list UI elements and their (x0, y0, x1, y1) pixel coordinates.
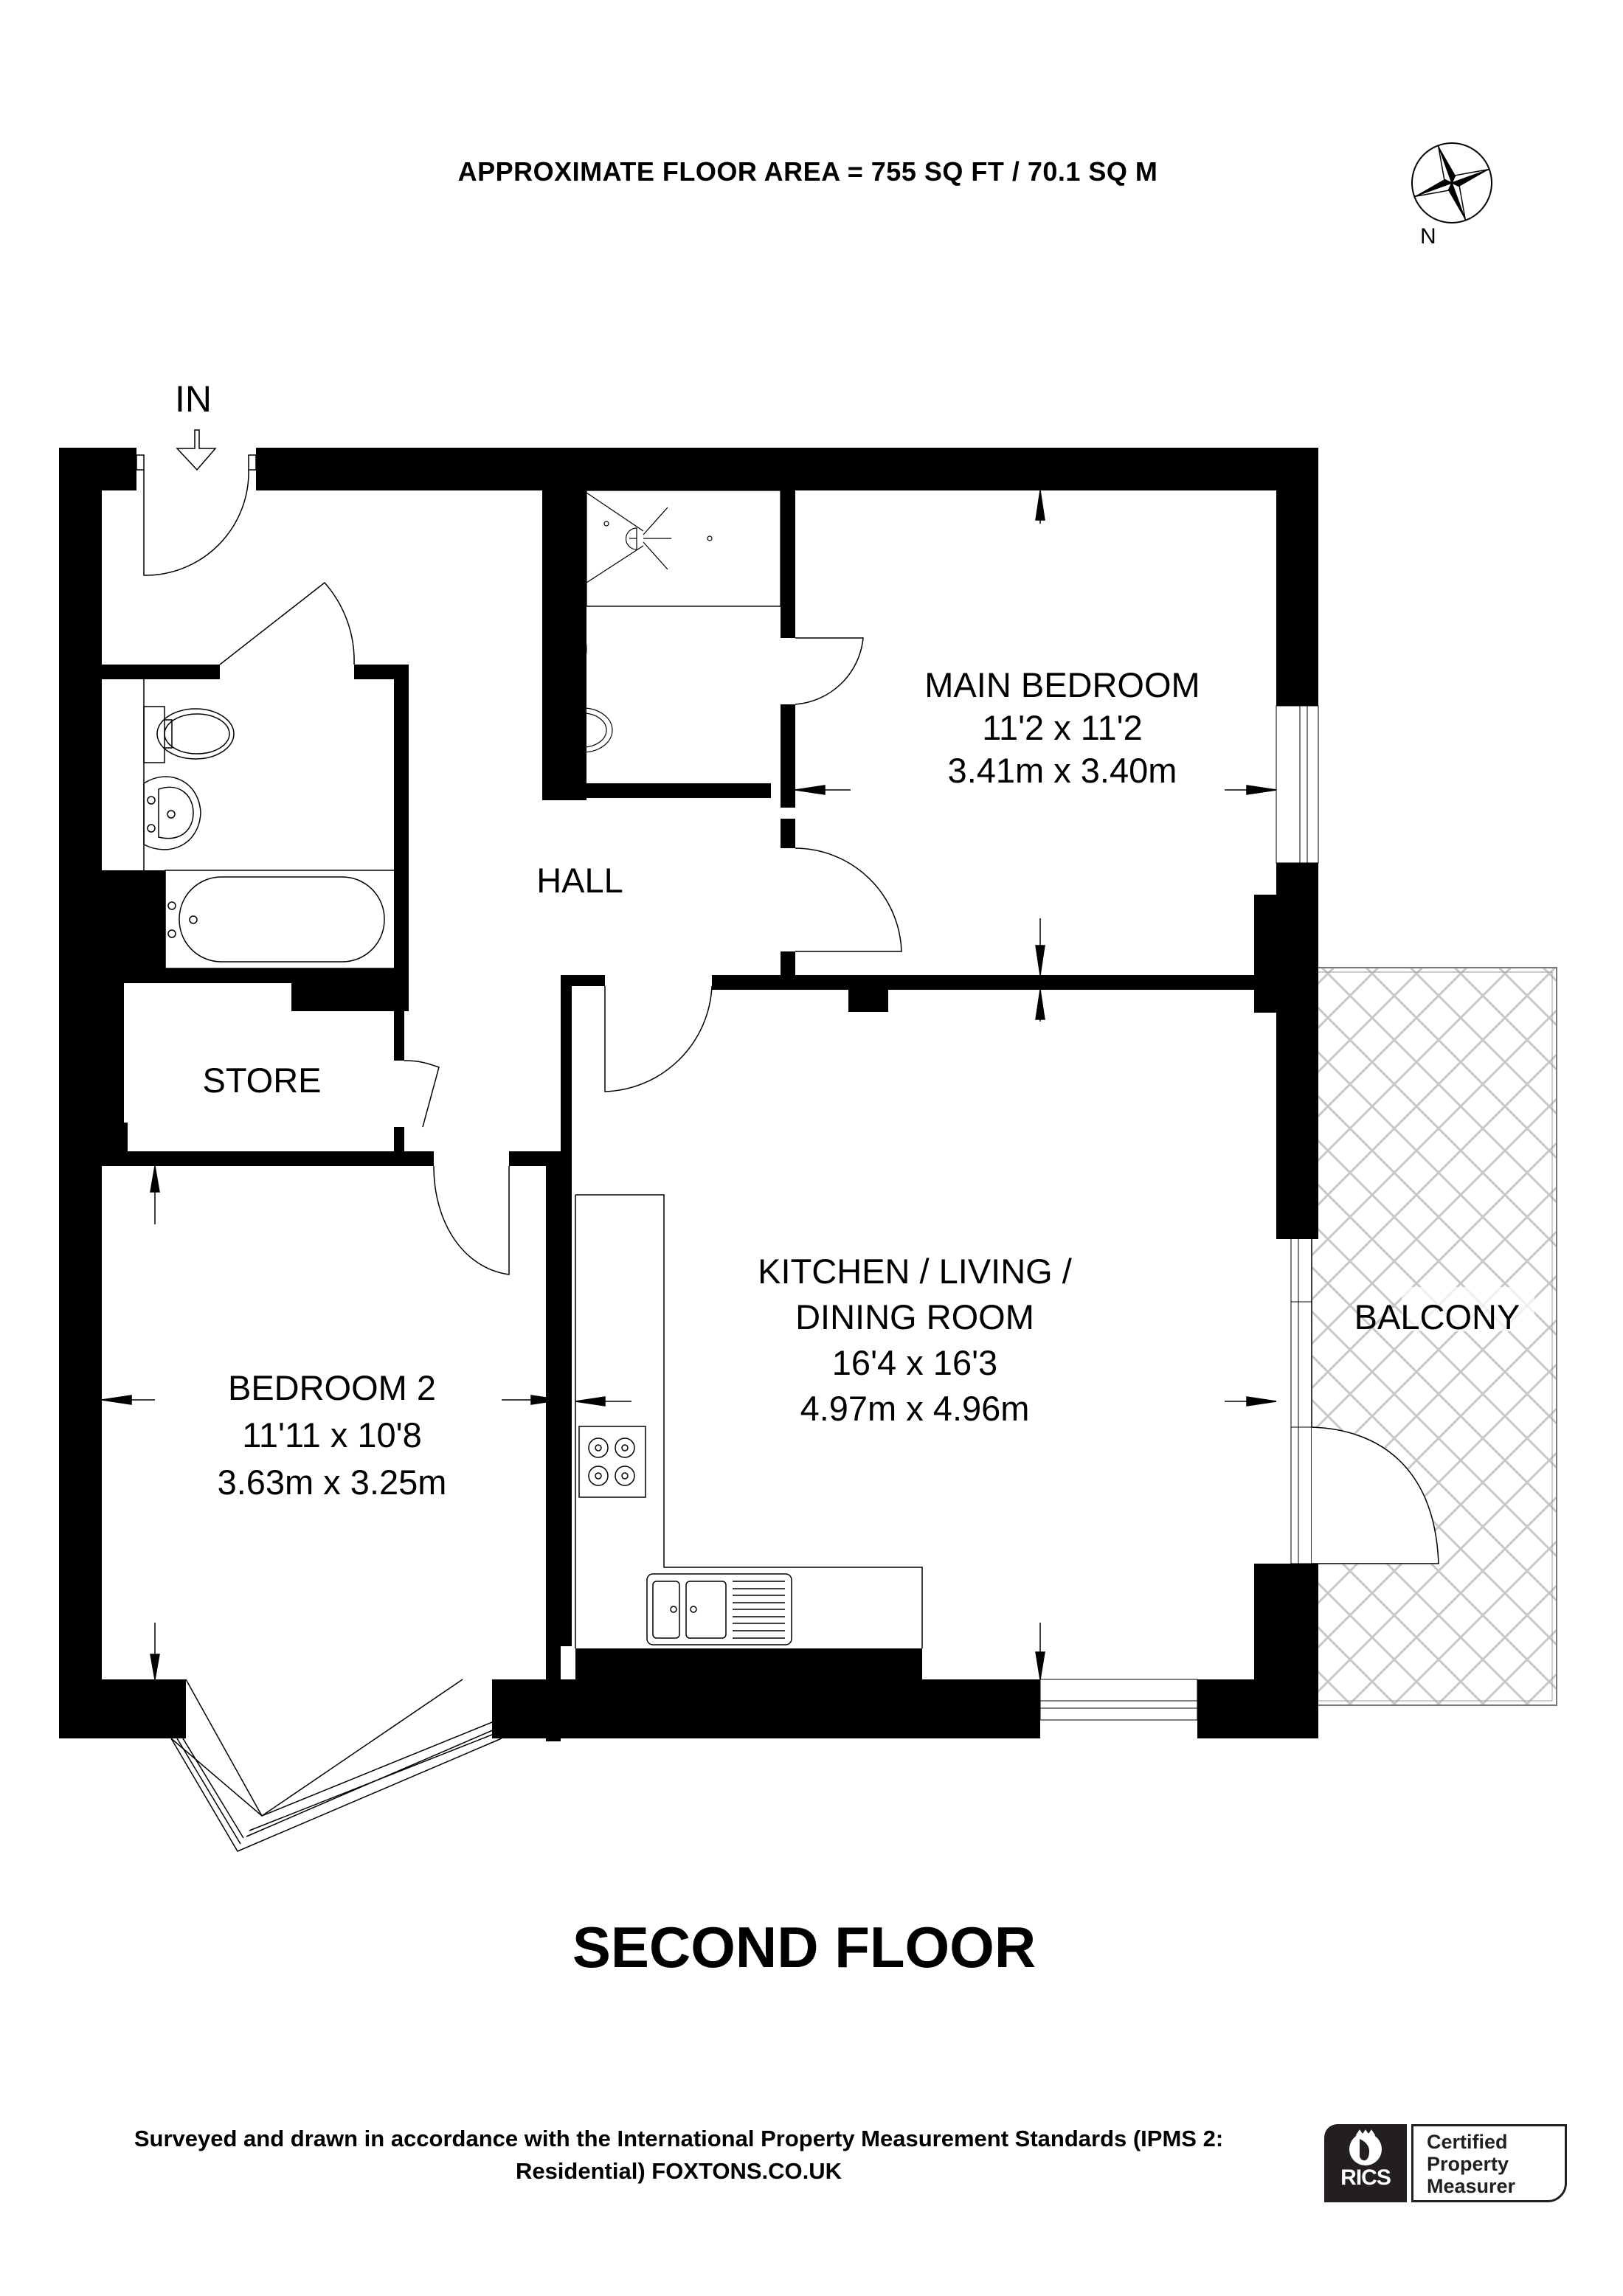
room-name: BALCONY (1354, 1297, 1520, 1336)
room-name: BEDROOM 2 (227, 1368, 437, 1407)
entrance-door (136, 454, 257, 576)
bedroom2-door (433, 1165, 510, 1275)
compass-star-icon (1411, 142, 1492, 223)
room-imperial: 11'11 x 10'8 (242, 1415, 422, 1454)
room-metric: 4.97m x 4.96m (800, 1389, 1030, 1428)
room-name-line1: KITCHEN / LIVING / (758, 1252, 1072, 1291)
room-imperial: 11'2 x 11'2 (982, 708, 1143, 747)
ensuite-door (795, 637, 864, 705)
bedroom2-bay-window (170, 1679, 502, 1852)
bathroom-fixtures (143, 679, 398, 969)
room-name-line2: DINING ROOM (795, 1297, 1034, 1336)
north-compass: N (1408, 142, 1503, 263)
kitchen-door (604, 985, 713, 1092)
floor-area-caption: APPROXIMATE FLOOR AREA = 755 SQ FT / 70.… (457, 156, 1158, 187)
kitchen-window (1039, 1679, 1198, 1721)
hob-icon (578, 1426, 646, 1498)
room-name: STORE (202, 1061, 322, 1100)
room-imperial: 16'4 x 16'3 (831, 1343, 998, 1382)
ensuite-fixtures (545, 490, 781, 783)
room-metric: 3.41m x 3.40m (947, 751, 1177, 790)
main-bedroom-window (1276, 705, 1319, 864)
room-main-bedroom: MAIN BEDROOM 11'2 x 11'2 3.41m x 3.40m (924, 664, 1200, 792)
main-bedroom-door (795, 847, 902, 952)
store-door (404, 1060, 440, 1128)
room-store: STORE (202, 1059, 321, 1102)
survey-statement: Surveyed and drawn in accordance with th… (52, 2123, 1306, 2188)
floor-title: SECOND FLOOR (572, 1915, 1037, 1980)
room-kitchen-living-dining: KITCHEN / LIVING / DINING ROOM 16'4 x 16… (758, 1249, 1072, 1432)
room-metric: 3.63m x 3.25m (217, 1463, 447, 1502)
kitchen-counters (575, 1194, 923, 1648)
room-balcony: BALCONY (1354, 1296, 1520, 1339)
balcony-area (1311, 967, 1557, 1706)
walls (59, 448, 1318, 1741)
sink-icon (646, 1573, 792, 1645)
survey-statement-line2: Residential) FOXTONS.CO.UK (515, 2158, 842, 2184)
room-name: MAIN BEDROOM (924, 665, 1200, 704)
bathroom-door (219, 581, 355, 665)
room-hall: HALL (536, 859, 623, 902)
rics-certified-text: Certified Property Measurer (1411, 2124, 1567, 2202)
survey-statement-line1: Surveyed and drawn in accordance with th… (134, 2126, 1224, 2151)
entrance-arrow-icon (176, 429, 217, 471)
rics-lion-icon (1349, 2129, 1382, 2165)
entrance-label: IN (175, 378, 212, 420)
room-bedroom-2: BEDROOM 2 11'11 x 10'8 3.63m x 3.25m (218, 1364, 447, 1506)
room-name: HALL (536, 861, 623, 900)
rics-logo: RICS (1324, 2124, 1407, 2202)
compass-north-label: N (1420, 224, 1436, 249)
balcony-door (1290, 1198, 1439, 1564)
dimension-arrows (101, 490, 1277, 1680)
rics-certified-badge: RICS Certified Property Measurer (1324, 2124, 1568, 2202)
